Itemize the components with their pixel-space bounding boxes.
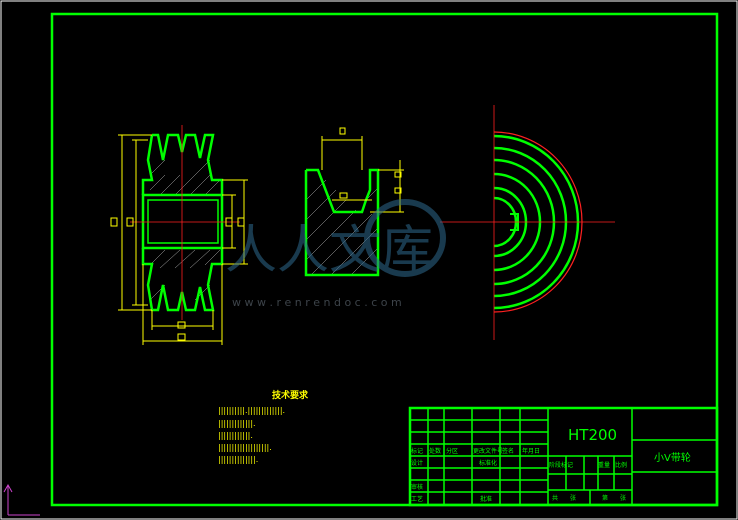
pulley-front-view [440,105,615,340]
tb-label-standard: 标准化 [479,459,497,467]
pulley-section-view [110,125,248,345]
tb-label-approve: 批准 [480,495,492,503]
tb-label-date: 年月日 [522,447,540,455]
tb-label-zone: 分区 [446,447,458,455]
tech-requirements-title: 技术要求 [272,389,309,401]
tech-line-1: ||||||||||.|||||||||||||. [218,406,285,415]
tb-label-stage: 阶段标记 [549,461,573,469]
tech-line-5: ||||||||||||||. [218,455,258,464]
tb-label-review: 审核 [411,483,423,491]
groove-detail-view [304,127,404,277]
tb-label-process: 工艺 [411,495,423,503]
watermark-chars: 人人文库 [225,221,433,281]
tb-sheet-unit-1: 张 [570,494,576,502]
tb-sheet-no: 第 [602,494,608,502]
tb-label-scale: 比例 [615,461,627,469]
dims-left [110,134,248,345]
part-name: 小V带轮 [654,451,691,464]
drawing-frame [50,12,719,507]
tb-label-mark: 标记 [411,447,423,455]
watermark: 人人文库 w w w . r e n r e n d o c . c o m [225,199,446,309]
ucs-icon [3,483,40,516]
tb-label-signature: 签名 [502,447,514,455]
hatch-groove [305,179,379,275]
title-block: HT200 小V带轮 标记 处数 分区 更改文件号 签名 年月日 设计 标准化 … [408,406,719,507]
tech-line-4: |||||||||||||||||||. [218,443,272,452]
tb-label-design: 设计 [411,459,423,467]
watermark-url: w w w . r e n r e n d o c . c o m [232,296,402,309]
tb-label-count: 处数 [429,447,441,455]
tb-label-weight: 重量 [598,461,610,469]
tb-sheet-total: 共 [552,494,558,502]
tech-line-2: |||||||||||||. [218,419,256,428]
tb-label-change-doc: 更改文件号 [473,447,503,455]
tb-sheet-unit-2: 张 [620,494,626,502]
hatch-upper [149,159,221,196]
tech-line-3: ||||||||||||. [218,431,253,440]
material-label: HT200 [568,426,617,444]
dims-groove [321,127,404,213]
tech-requirements: 技术要求 ||||||||||.|||||||||||||. |||||||||… [218,389,309,464]
